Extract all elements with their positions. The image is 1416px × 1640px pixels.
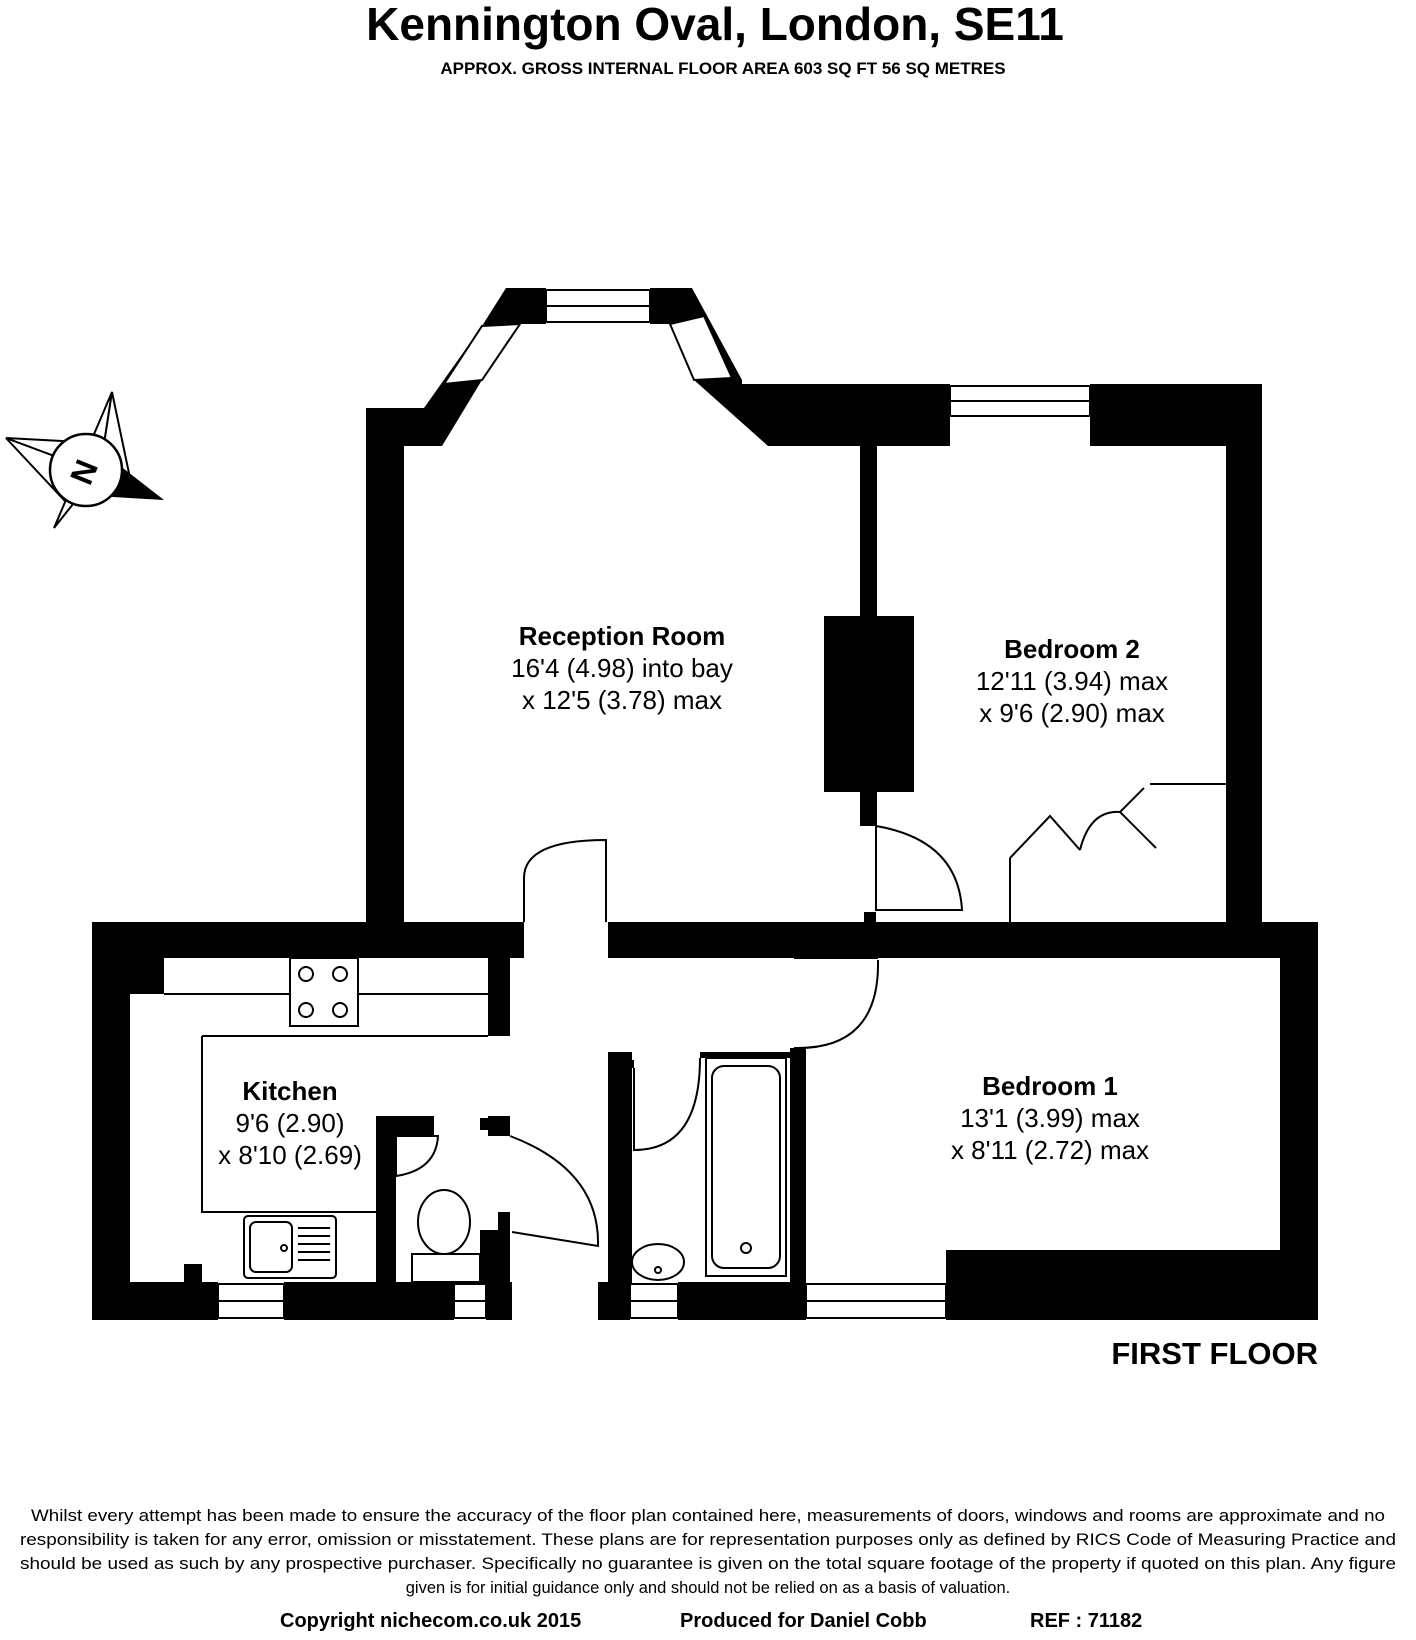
reference-text: REF : 71182 bbox=[1030, 1610, 1142, 1632]
produced-for-text: Produced for Daniel Cobb bbox=[680, 1610, 927, 1632]
room-label-reception: Reception Room 16'4 (4.98) into bay x 12… bbox=[511, 621, 733, 715]
fixtures bbox=[164, 957, 787, 1283]
disclaimer-line: responsibility is taken for any error, o… bbox=[20, 1531, 1396, 1549]
compass-rose-icon: N bbox=[5, 391, 164, 529]
room-dimensions: 16'4 (4.98) into bay bbox=[511, 653, 733, 683]
room-label-bedroom1: Bedroom 1 13'1 (3.99) max x 8'11 (2.72) … bbox=[951, 1071, 1149, 1165]
doors bbox=[509, 783, 1226, 1248]
bathroom-basin-icon bbox=[631, 1243, 685, 1281]
room-name: Kitchen bbox=[242, 1076, 337, 1106]
kitchen-sink-icon bbox=[243, 1215, 337, 1279]
room-name: Reception Room bbox=[519, 621, 726, 651]
room-dimensions: 9'6 (2.90) bbox=[235, 1108, 344, 1138]
disclaimer-line: should be used as such by any prospectiv… bbox=[20, 1555, 1396, 1573]
room-dimensions: x 12'5 (3.78) max bbox=[522, 685, 722, 715]
floor-label: FIRST FLOOR bbox=[1111, 1336, 1318, 1371]
windows bbox=[217, 289, 1091, 1319]
room-label-kitchen: Kitchen 9'6 (2.90) x 8'10 (2.69) bbox=[218, 1076, 362, 1170]
bath-icon bbox=[705, 1057, 787, 1277]
wc-corner-basin-icon bbox=[395, 1135, 440, 1178]
bay-window-right bbox=[668, 314, 734, 382]
room-dimensions: x 9'6 (2.90) max bbox=[979, 698, 1165, 728]
disclaimer-line: given is for initial guidance only and s… bbox=[406, 1579, 1010, 1597]
toilet-icon bbox=[411, 1189, 481, 1283]
room-dimensions: x 8'10 (2.69) bbox=[218, 1140, 362, 1170]
copyright-text: Copyright nichecom.co.uk 2015 bbox=[280, 1610, 581, 1632]
room-label-bedroom2: Bedroom 2 12'11 (3.94) max x 9'6 (2.90) … bbox=[976, 634, 1168, 728]
room-dimensions: 13'1 (3.99) max bbox=[960, 1103, 1140, 1133]
disclaimer: Whilst every attempt has been made to en… bbox=[20, 1507, 1396, 1597]
walls bbox=[92, 288, 1318, 1320]
room-name: Bedroom 2 bbox=[1004, 634, 1140, 664]
floor-area-subtitle: APPROX. GROSS INTERNAL FLOOR AREA 603 SQ… bbox=[440, 59, 1005, 78]
room-dimensions: 12'11 (3.94) max bbox=[976, 666, 1168, 696]
bay-window-left bbox=[442, 322, 522, 386]
page-title: Kennington Oval, London, SE11 bbox=[366, 0, 1064, 50]
room-name: Bedroom 1 bbox=[982, 1071, 1118, 1101]
hob-icon bbox=[289, 957, 359, 1027]
room-dimensions: x 8'11 (2.72) max bbox=[951, 1135, 1149, 1165]
disclaimer-line: Whilst every attempt has been made to en… bbox=[31, 1507, 1385, 1525]
